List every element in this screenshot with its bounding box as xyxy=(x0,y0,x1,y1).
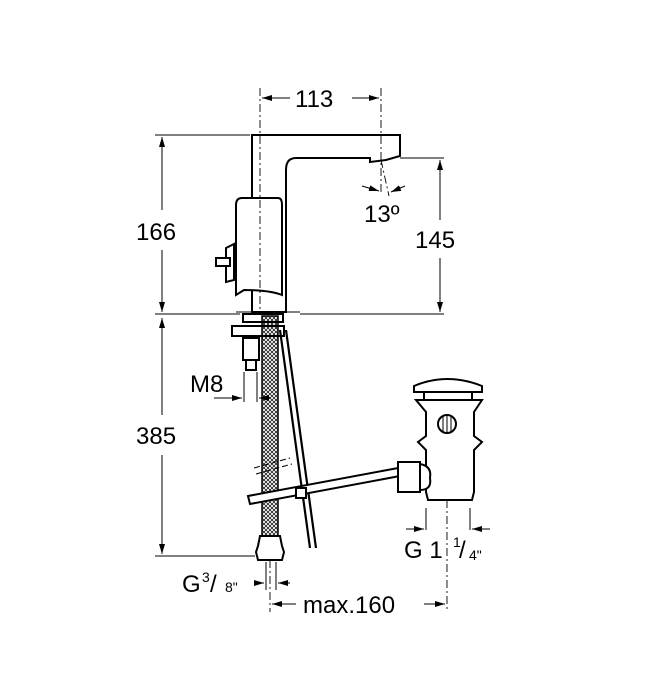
dim-drain-distance: max.160 xyxy=(303,592,395,619)
svg-text:4": 4" xyxy=(469,547,482,563)
svg-text:3: 3 xyxy=(202,569,210,585)
dim-waste-thread: G 1 1 / 4" xyxy=(404,534,482,564)
flexible-hose xyxy=(253,315,293,561)
svg-text:G: G xyxy=(182,571,201,598)
dimension-lines xyxy=(155,95,490,607)
svg-text:8": 8" xyxy=(225,579,238,595)
dim-total-height: 166 xyxy=(136,219,176,246)
dim-spout-reach: 113 xyxy=(295,86,333,113)
svg-text:/: / xyxy=(459,537,466,564)
pop-up-waste-drain xyxy=(397,378,484,501)
dim-spout-angle: 13º xyxy=(364,201,400,228)
svg-text:/: / xyxy=(210,571,217,598)
dim-spout-height: 145 xyxy=(415,227,455,254)
center-lines xyxy=(259,88,448,612)
faucet-body xyxy=(215,134,401,313)
svg-text:G 1: G 1 xyxy=(404,537,443,564)
svg-text:1: 1 xyxy=(453,534,461,550)
dim-stud-thread: M8 xyxy=(190,371,223,398)
pop-up-rod xyxy=(246,329,402,549)
dim-inlet-thread: G 3 / 8" xyxy=(182,569,238,598)
dim-below-deck-length: 385 xyxy=(136,423,176,450)
